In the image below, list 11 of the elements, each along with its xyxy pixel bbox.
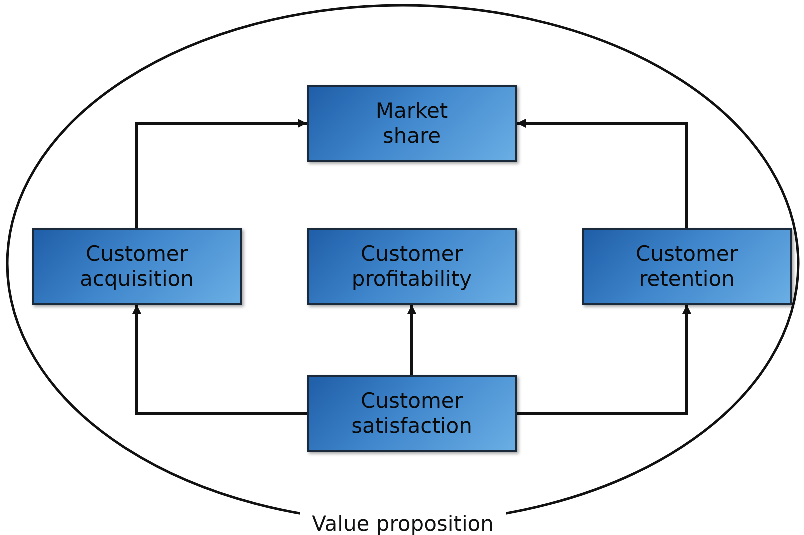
arrow bbox=[408, 305, 416, 375]
process-box: Customer profitability bbox=[307, 228, 517, 305]
arrow bbox=[132, 305, 307, 415]
process-box: Customer retention bbox=[582, 228, 792, 305]
arrow bbox=[136, 119, 307, 228]
arrow bbox=[517, 305, 692, 415]
process-box: Customer acquisition bbox=[32, 228, 242, 305]
arrow bbox=[517, 119, 688, 228]
process-box: Market share bbox=[307, 85, 517, 162]
process-box: Customer satisfaction bbox=[307, 375, 517, 452]
ellipse-label: Value proposition bbox=[300, 510, 506, 535]
